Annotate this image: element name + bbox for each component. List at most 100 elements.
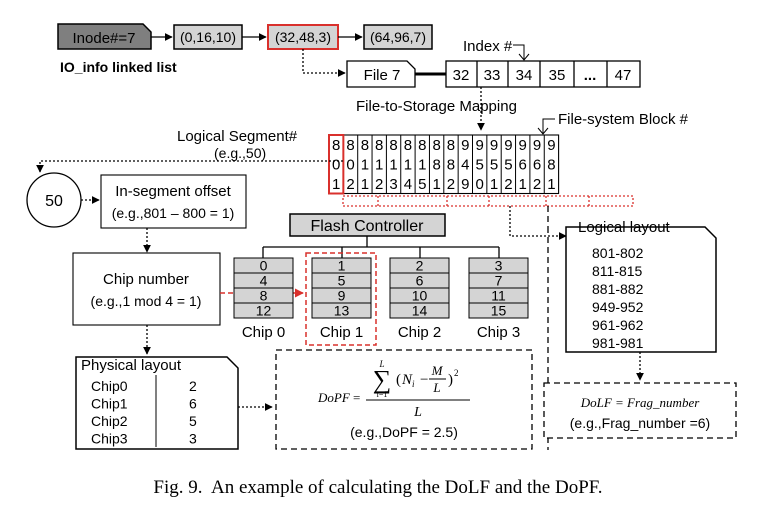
segment-digit: 9 [476,137,484,154]
file-label: File 7 [364,67,401,84]
segment-digit: 2 [504,176,512,193]
logical-layout-row: 811-815 [592,263,643,279]
segment-digit: 1 [432,176,440,193]
logical-layout-row: 961-962 [592,317,644,333]
chip-cell-label: 6 [416,273,424,289]
segment-digit: 9 [519,137,527,154]
index-cell-5: 47 [615,67,632,84]
segment-example: (e.g.,50) [214,145,266,161]
segment-digit: 0 [346,157,354,174]
segment-digit: 2 [346,176,354,193]
chip-cell-label: 4 [260,273,268,289]
logical-layout-doc [565,226,717,353]
dopf-l: L [432,380,440,395]
chip-cell [311,302,372,319]
segment-digit: 8 [361,137,369,154]
dopf-m: M [431,363,444,378]
segment-digit: 2 [375,176,383,193]
segment-digit: 8 [432,137,440,154]
segment-section: Logical Segment# (e.g.,50) File-system B… [177,111,689,207]
chip-cell [233,302,294,319]
chip-cell-label: 2 [416,258,424,274]
segment-digit: 1 [361,157,369,174]
segment-digit: 1 [389,157,397,174]
segment-digit: 1 [519,176,527,193]
chip1-highlight [305,252,377,346]
offset-title: In-segment offset [115,183,231,200]
segment-digit: 1 [332,176,340,193]
file-box [346,60,416,88]
chip-cell-label: 10 [412,288,428,304]
dopf-sigma: ∑ [373,365,392,394]
segment-digit: 8 [547,157,555,174]
segment-digit: 4 [404,176,412,193]
segment-digit: 1 [404,157,412,174]
chip-cell-label: 11 [491,288,506,304]
segment-digit: 6 [533,157,541,174]
physical-layout-value: 3 [189,431,197,447]
index-cell-1: 33 [484,67,501,84]
segment-digit: 9 [533,137,541,154]
segment-digit: 2 [533,176,541,193]
logical-layout-row: 949-952 [592,299,644,315]
segment-digit: 8 [447,157,455,174]
io-list-label: IO_info linked list [60,59,177,75]
dolf-example: (e.g.,Frag_number =6) [570,415,710,431]
inode-head-label: Inode#=7 [73,30,136,47]
segment-digit: 8 [332,137,340,154]
index-cell-4: ... [584,67,597,84]
index-label: Index # [463,38,513,55]
segment-digit: 2 [447,176,455,193]
segment-digit: 0 [332,157,340,174]
segment-digit: 5 [490,157,498,174]
chip-number-example: (e.g.,1 mod 4 = 1) [91,293,202,309]
chip-cell-label: 8 [260,288,268,304]
dopf-formula: DoPF = L ∑ i=1 ( Ni − M L ) 2 L [317,359,470,420]
chip-cell-label: 7 [495,273,503,289]
chip-cell-label: 15 [491,303,507,319]
index-cell-0: 32 [453,67,470,84]
dolf-box [543,382,737,439]
segment-digit: 8 [346,137,354,154]
segment-digit: 6 [519,157,527,174]
chip-label: Chip 0 [242,324,285,341]
chip-cell-label: 5 [338,273,346,289]
chip-label: Chip 2 [398,324,441,341]
segment-digit: 5 [476,157,484,174]
segment-digit: 8 [432,157,440,174]
logical-layout-row: 981-981 [592,335,644,351]
segment-digit: 0 [476,176,484,193]
segment-digit: 4 [461,157,469,174]
chip-cell-label: 13 [334,303,350,319]
index-cell-3: 35 [549,67,566,84]
physical-layout-chip: Chip2 [91,413,128,429]
segment-digit: 8 [447,137,455,154]
segment-digit: 3 [389,176,397,193]
dopf-sum-bottom: i=1 [377,390,388,399]
segment-digit: 8 [389,137,397,154]
svg-text:): ) [448,372,453,388]
offset-example: (e.g.,801 – 800 = 1) [112,205,235,221]
svg-text:−: − [420,372,428,388]
chip-cell-label: 1 [338,258,346,274]
figure-caption: Fig. 9. An example of calculating the Do… [153,477,602,498]
file-section: File 7 32 33 34 35 ... 47 Index # File-t… [346,38,641,115]
segment-digit: 9 [461,137,469,154]
physical-layout-title: Physical layout [81,357,182,374]
segment-columns: 8018028118128138148158818829499509519529… [328,134,560,195]
flash-controller-label: Flash Controller [311,218,425,235]
logical-layout-rows: 801-802811-815881-882949-952961-962981-9… [592,245,644,351]
chip-cell-label: 12 [256,303,272,319]
circle-value: 50 [45,193,63,210]
io-node-3 [363,24,433,50]
segment-first-column-highlight [328,134,345,195]
index-cell-2: 34 [516,67,533,84]
io-node-1-label: (0,16,10) [180,29,236,45]
physical-layout-value: 2 [189,378,197,394]
io-node-2-label: (32,48,3) [275,29,331,45]
segment-digit: 9 [547,137,555,154]
dopf-sum-top: L [378,359,384,369]
segment-digit: 5 [504,157,512,174]
